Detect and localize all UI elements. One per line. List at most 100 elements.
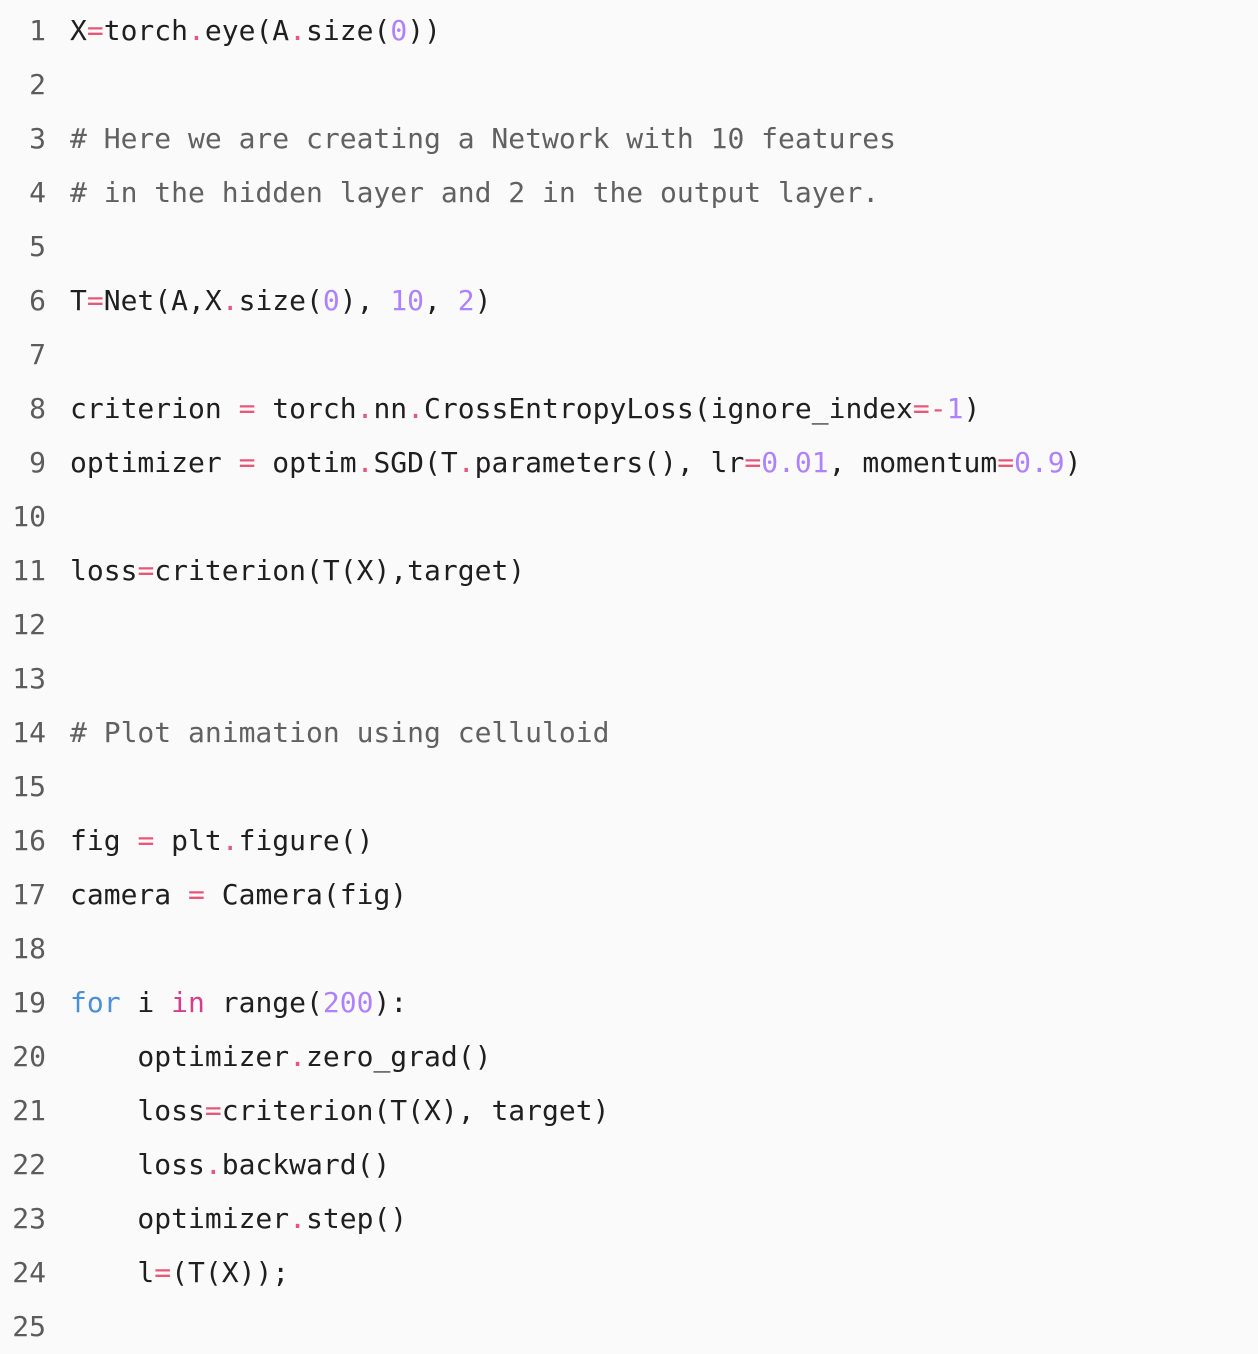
code-line[interactable]: 20 optimizer.zero_grad() <box>0 1030 1258 1084</box>
code-text: X=torch.eye(A.size(0)) <box>70 4 441 58</box>
code-text: l=(T(X)); <box>70 1246 289 1300</box>
line-number: 10 <box>12 500 46 533</box>
line-number: 15 <box>12 770 46 803</box>
code-line[interactable]: 23 optimizer.step() <box>0 1192 1258 1246</box>
line-number: 11 <box>12 554 46 587</box>
line-number: 20 <box>12 1040 46 1073</box>
code-text: fig = plt.figure() <box>70 814 373 868</box>
code-token: T <box>70 284 87 317</box>
code-line[interactable]: 7 <box>0 328 1258 382</box>
line-number: 13 <box>12 662 46 695</box>
code-text: optimizer = optim.SGD(T.parameters(), lr… <box>70 436 1082 490</box>
line-number: 24 <box>12 1256 46 1289</box>
line-number: 7 <box>29 338 46 371</box>
line-number: 25 <box>12 1310 46 1343</box>
code-line[interactable]: 12 <box>0 598 1258 652</box>
code-token: = <box>744 446 762 479</box>
code-token: , <box>424 284 458 317</box>
code-token: . <box>356 392 374 425</box>
code-token: ), <box>339 284 391 317</box>
code-token: eye(A <box>204 14 290 47</box>
line-number: 18 <box>12 932 46 965</box>
code-line[interactable]: 18 <box>0 922 1258 976</box>
line-number: 23 <box>12 1202 46 1235</box>
code-line[interactable]: 24 l=(T(X)); <box>0 1246 1258 1300</box>
code-token: fig <box>70 824 138 857</box>
line-number: 21 <box>12 1094 46 1127</box>
code-token: 0.9 <box>1014 446 1065 479</box>
code-token: # Plot animation using celluloid <box>70 716 610 749</box>
code-token: (T(X)); <box>171 1256 290 1289</box>
line-number: 4 <box>29 176 46 209</box>
code-text: # Plot animation using celluloid <box>70 706 609 760</box>
code-text: loss=criterion(T(X), target) <box>70 1084 609 1138</box>
code-line[interactable]: 6 T=Net(A,X.size(0), 10, 2) <box>0 274 1258 328</box>
code-text: # Here we are creating a Network with 10… <box>70 112 896 166</box>
code-line[interactable]: 15 <box>0 760 1258 814</box>
line-number: 6 <box>29 284 46 317</box>
code-text: optimizer.step() <box>70 1192 407 1246</box>
code-token: zero_grad() <box>306 1040 492 1073</box>
code-token: optimizer <box>70 446 239 479</box>
code-line[interactable]: 13 <box>0 652 1258 706</box>
code-token: range( <box>204 986 323 1019</box>
code-token: CrossEntropyLoss(ignore_index <box>424 392 913 425</box>
line-number: 12 <box>12 608 46 641</box>
code-token: optimizer <box>70 1202 290 1235</box>
code-line[interactable]: 14# Plot animation using celluloid <box>0 706 1258 760</box>
code-token: loss <box>70 554 138 587</box>
code-token: size( <box>306 14 391 47</box>
code-text: loss.backward() <box>70 1138 390 1192</box>
code-token: SGD(T <box>373 446 458 479</box>
code-token: 1 <box>946 392 964 425</box>
code-token: criterion <box>70 392 239 425</box>
code-token: 200 <box>322 986 374 1019</box>
code-line[interactable]: 22 loss.backward() <box>0 1138 1258 1192</box>
code-line[interactable]: 21 loss=criterion(T(X), target) <box>0 1084 1258 1138</box>
code-token: l <box>70 1256 155 1289</box>
code-line[interactable]: 25 <box>0 1300 1258 1354</box>
code-line[interactable]: 11 loss=criterion(T(X),target) <box>0 544 1258 598</box>
code-text: loss=criterion(T(X),target) <box>70 544 525 598</box>
code-token: = <box>154 1256 172 1289</box>
code-line[interactable]: 2 <box>0 58 1258 112</box>
code-token: . <box>204 1148 222 1181</box>
code-line[interactable]: 3# Here we are creating a Network with 1… <box>0 112 1258 166</box>
code-token: torch <box>255 392 357 425</box>
line-number: 17 <box>12 878 46 911</box>
code-line[interactable]: 4 # in the hidden layer and 2 in the outp… <box>0 166 1258 220</box>
code-token: criterion(T(X),target) <box>154 554 526 587</box>
code-token: = <box>238 392 256 425</box>
line-number: 22 <box>12 1148 46 1181</box>
code-text: T=Net(A,X.size(0), 10, 2) <box>70 274 491 328</box>
code-token: . <box>356 446 374 479</box>
code-token: 0.01 <box>761 446 829 479</box>
code-token: = <box>137 554 155 587</box>
code-token: )) <box>407 14 441 47</box>
code-token: 2 <box>457 284 475 317</box>
code-token: # in the hidden layer and 2 in the outpu… <box>70 176 880 209</box>
code-token: . <box>289 1040 307 1073</box>
code-token: in <box>171 986 205 1019</box>
code-line[interactable]: 5 <box>0 220 1258 274</box>
code-token: ) <box>963 392 981 425</box>
code-token: =- <box>912 392 947 425</box>
code-token: . <box>289 14 307 47</box>
code-token: = <box>86 284 104 317</box>
code-token: = <box>86 14 104 47</box>
code-token: ): <box>373 986 408 1019</box>
code-token: figure() <box>238 824 374 857</box>
code-token: loss <box>70 1148 205 1181</box>
code-line[interactable]: 10 <box>0 490 1258 544</box>
code-token: 0 <box>390 14 408 47</box>
code-token: plt <box>154 824 222 857</box>
code-token: size( <box>238 284 323 317</box>
code-token: 0 <box>322 284 340 317</box>
